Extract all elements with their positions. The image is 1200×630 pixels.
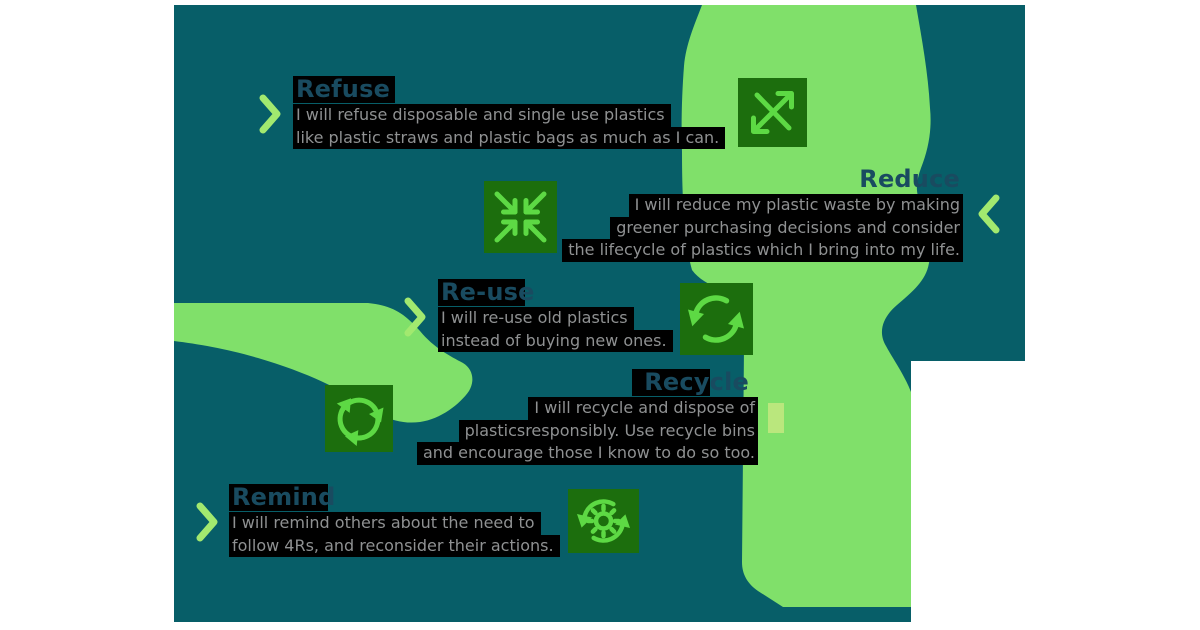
section-reuse: Re-use I will re-use old plastics instea… xyxy=(438,279,673,353)
section-body-line: I will re-use old plastics xyxy=(438,307,634,330)
section-body-line: follow 4Rs, and reconsider their actions… xyxy=(229,534,560,558)
remind-gear-sync-icon xyxy=(568,489,639,553)
section-body-line: plasticsresponsibly. Use recycle bins xyxy=(458,419,758,443)
reduce-compress-arrows-icon xyxy=(484,181,557,253)
section-reduce: Reduce I will reduce my plastic waste by… xyxy=(562,166,963,262)
section-body-line: I will reduce my plastic waste by making xyxy=(628,194,963,217)
section-title: Re-use xyxy=(438,279,544,306)
chevron-right-icon xyxy=(404,297,426,337)
section-body-line: like plastic straws and plastic bags as … xyxy=(293,126,726,150)
section-title: Remind xyxy=(229,484,345,511)
section-refuse: Refuse I will refuse disposable and sing… xyxy=(293,76,726,150)
reuse-refresh-arrows-icon xyxy=(680,283,753,355)
section-title: Recycle xyxy=(632,369,758,396)
section-body-line: I will refuse disposable and single use … xyxy=(293,104,671,127)
green-ribbon-left xyxy=(174,303,473,423)
section-title: Reduce xyxy=(859,165,960,193)
section-body-line: I will remind others about the need to xyxy=(229,512,541,535)
section-body-line: greener purchasing decisions and conside… xyxy=(610,216,963,240)
section-recycle: Recycle I will recycle and dispose of pl… xyxy=(416,369,758,465)
chevron-right-icon xyxy=(259,94,281,134)
chevron-right-icon xyxy=(196,502,218,542)
recycle-cycle-arrows-icon xyxy=(325,385,393,452)
section-remind: Remind I will remind others about the ne… xyxy=(229,484,560,558)
section-body-line: I will recycle and dispose of xyxy=(528,397,758,420)
section-title: Refuse xyxy=(293,76,400,103)
chevron-left-icon xyxy=(978,194,1000,234)
refuse-crossed-arrows-icon xyxy=(738,78,807,147)
section-body-line: and encourage those I know to do so too. xyxy=(416,442,758,465)
accent-rect xyxy=(768,403,784,433)
section-body-line: the lifecycle of plastics which I bring … xyxy=(562,239,963,262)
section-body-line: instead of buying new ones. xyxy=(438,329,673,353)
